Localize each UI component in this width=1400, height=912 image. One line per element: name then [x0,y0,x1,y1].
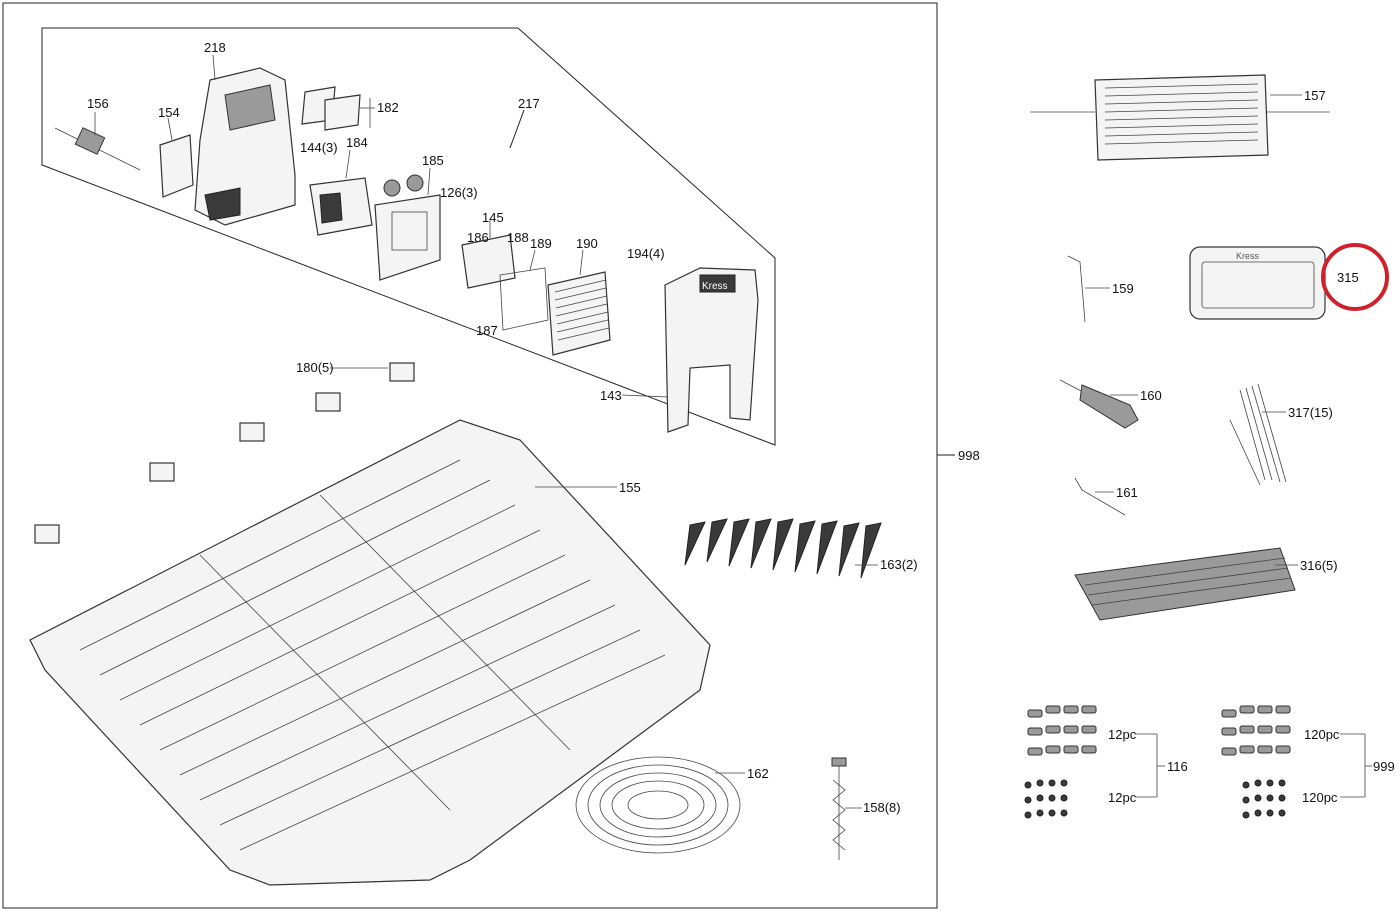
callout-163: 163(2) [880,557,918,572]
label-12pc-staples: 12pc [1108,727,1137,742]
subassembly-frame-217 [41,27,776,446]
housing-part-218 [194,54,296,226]
peg-parts-163 [684,518,882,579]
label-120pc-screws: 120pc [1302,790,1338,805]
callout-116: 116 [1167,759,1188,774]
callout-316: 316(5) [1300,558,1338,573]
callout-188: 188 [507,230,529,245]
callout-143: 143 [600,388,622,403]
cover-part-143: Kress [621,267,759,433]
highlight-circle-315 [1321,243,1389,311]
label-12pc-screws: 12pc [1108,790,1137,805]
frame-part-185 [374,167,441,281]
callout-189: 189 [530,236,552,251]
pin-parts-317 [1229,383,1287,486]
callout-999: 999 [1373,759,1395,774]
callout-145: 145 [482,210,504,225]
hex-key-part-161 [1074,477,1126,516]
callout-162: 162 [747,766,769,781]
callout-161: 161 [1116,485,1138,500]
screw-peg-part-158 [831,757,862,860]
callout-317: 317(15) [1288,405,1333,420]
rail-parts-316 [1074,547,1298,621]
heat-sink-part-190 [547,249,611,356]
pcb-part-182 [301,86,375,131]
callout-998: 998 [958,448,980,463]
callout-315: 315 [1337,270,1359,285]
callout-154: 154 [158,105,180,120]
callout-187: 187 [476,323,498,338]
callout-194: 194(4) [627,246,665,261]
callout-190: 190 [576,236,598,251]
hex-key-part-159 [1067,255,1110,323]
display-brand-kress: Kress [1236,251,1260,261]
cable-gland-part-156 [54,112,141,171]
screwdriver-part-160 [1059,379,1139,429]
staple-kit-part-999 [1221,705,1372,819]
bracket-part-184 [309,149,373,236]
callout-218: 218 [204,40,226,55]
wire-coil-part-162 [575,756,745,854]
cover-part-154 [159,117,194,198]
callout-158: 158(8) [863,800,901,815]
callout-144: 144(3) [300,140,338,155]
callout-217: 217 [518,96,540,111]
label-120pc-staples: 120pc [1304,727,1340,742]
base-plate-part-155 [29,419,711,886]
gasket-part-189 [499,249,549,331]
callout-126: 126(3) [440,185,478,200]
callout-157: 157 [1304,88,1326,103]
callout-184: 184 [346,135,368,150]
callout-160: 160 [1140,388,1162,403]
callout-156: 156 [87,96,109,111]
staple-kit-part-116 [1024,705,1165,819]
callout-155: 155 [619,480,641,495]
callout-185: 185 [422,153,444,168]
callout-159: 159 [1112,281,1134,296]
clip-parts-180 [34,362,415,544]
callout-186: 186 [467,230,489,245]
power-supply-part-157 [1030,74,1330,161]
brand-logo-kress: Kress [702,281,728,292]
callout-180: 180(5) [296,360,334,375]
display-part-315: Kress [1189,246,1326,320]
callout-182: 182 [377,100,399,115]
